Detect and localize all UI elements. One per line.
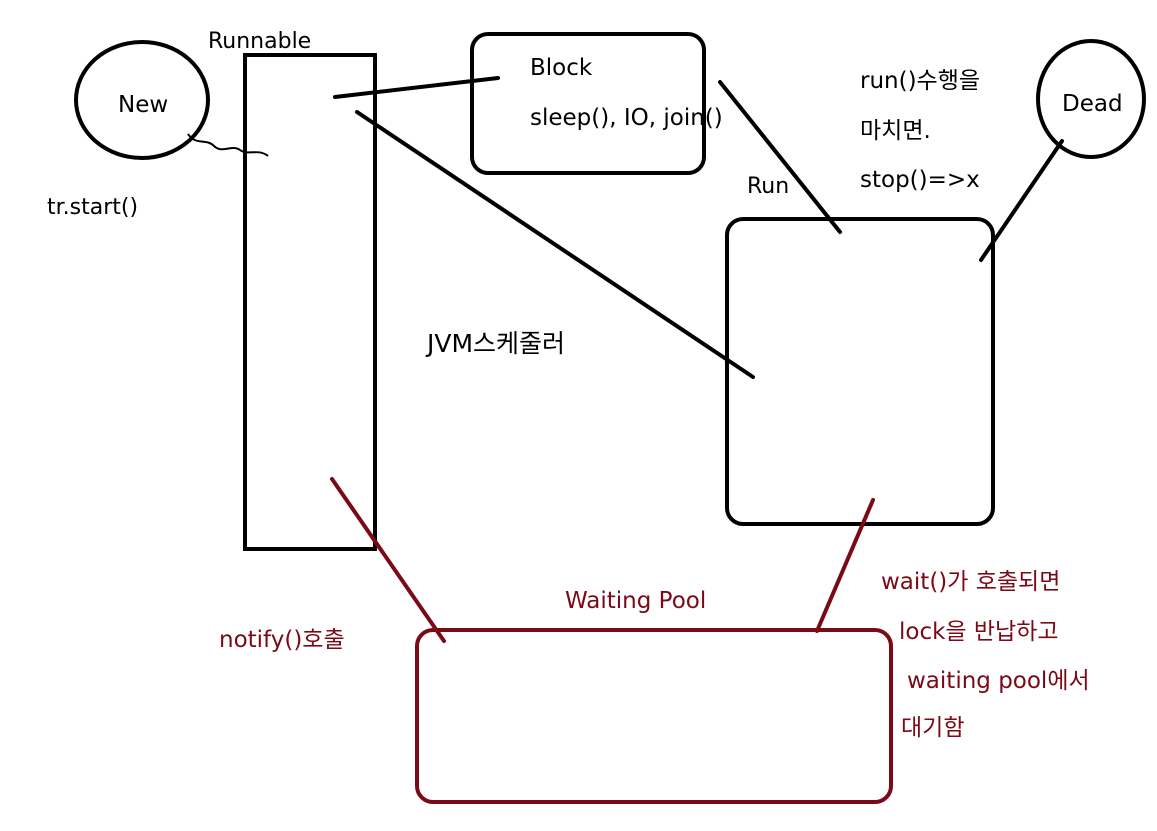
- run-to-dead-line: [979, 139, 1064, 262]
- new-to-runnable-connector: [187, 133, 269, 157]
- run-end-note-line-1: run()수행을: [860, 68, 981, 94]
- new-state-circle: [74, 40, 210, 160]
- new-state-label: New: [118, 92, 169, 118]
- waiting-pool-box: [415, 628, 893, 804]
- run-end-note-line-2: 마치면.: [860, 118, 931, 144]
- runnable-state-label: Runnable: [208, 29, 312, 54]
- wait-note-line-2: lock을 반납하고: [899, 619, 1059, 645]
- waiting-pool-to-runnable-line: [330, 477, 446, 643]
- wait-note-line-1: wait()가 호출되면: [881, 569, 1061, 595]
- block-state-label: Block: [530, 55, 593, 81]
- block-state-box: [470, 32, 706, 175]
- dead-state-circle: [1036, 39, 1146, 159]
- wait-note-line-4: 대기함: [901, 715, 965, 741]
- run-state-box: [725, 217, 995, 526]
- run-to-waiting-pool-line: [815, 498, 875, 633]
- runnable-state-box: [243, 53, 377, 551]
- runnable-to-block-line: [333, 76, 500, 99]
- dead-state-label: Dead: [1062, 91, 1123, 117]
- wait-note-line-3: waiting pool에서: [907, 668, 1090, 694]
- block-causes-note: sleep(), IO, join(): [530, 105, 723, 131]
- run-state-label: Run: [747, 174, 790, 199]
- run-end-note-line-3: stop()=>x: [860, 167, 980, 193]
- notify-call-note: notify()호출: [219, 627, 345, 653]
- runnable-to-run-line: [355, 110, 755, 379]
- block-to-run-line: [718, 80, 842, 234]
- start-call-note: tr.start(): [47, 195, 139, 220]
- waiting-pool-label: Waiting Pool: [565, 588, 707, 614]
- scheduler-note: JVM스케줄러: [427, 329, 566, 358]
